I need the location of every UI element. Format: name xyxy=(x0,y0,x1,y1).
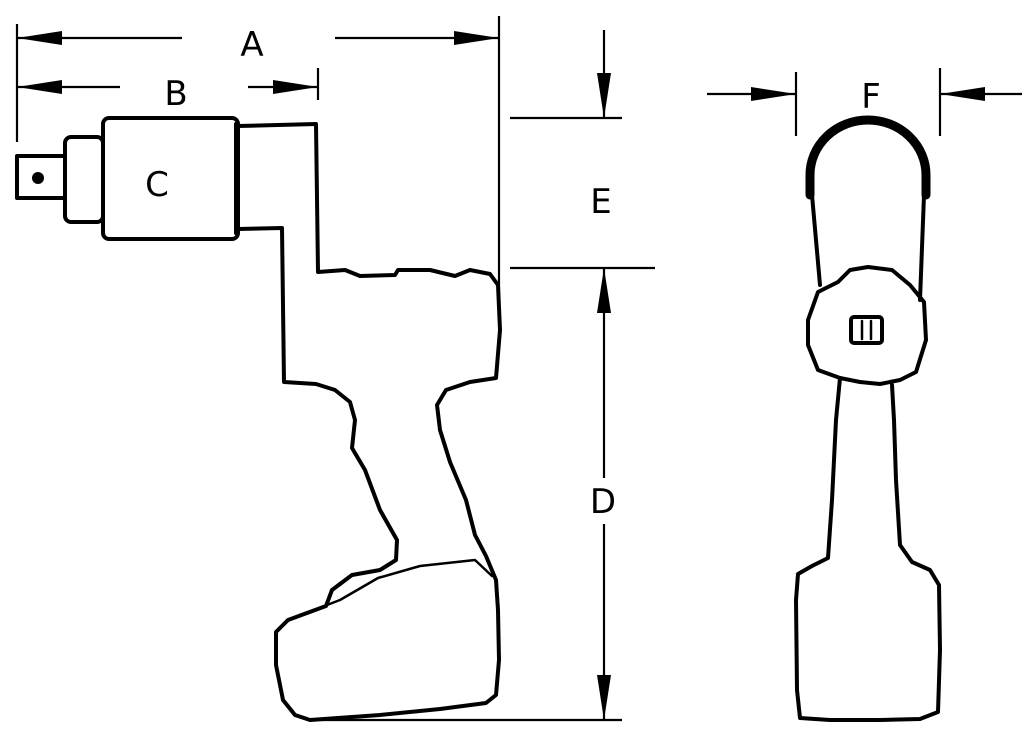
side-view xyxy=(15,116,502,722)
arrow-e xyxy=(597,73,611,118)
head-neck xyxy=(810,193,926,302)
front-grip xyxy=(794,376,942,722)
drive-collar xyxy=(63,135,105,224)
tool-body-outline xyxy=(236,122,502,722)
switch-icon xyxy=(849,315,884,345)
battery-seam xyxy=(286,558,494,622)
front-view xyxy=(794,115,942,722)
drive-pin xyxy=(32,172,44,184)
head-top-dome xyxy=(805,115,931,200)
dimension-lines xyxy=(15,16,1022,722)
arrow-f-right xyxy=(940,87,985,101)
arrow-d-top xyxy=(597,268,611,313)
label-a: A xyxy=(240,25,263,65)
dimension-label-group: A B C E D F xyxy=(145,25,881,522)
gear-head xyxy=(101,116,240,241)
label-b: B xyxy=(164,74,187,114)
arrow-b-right xyxy=(273,80,318,94)
label-d: D xyxy=(590,482,616,522)
label-f: F xyxy=(861,77,881,117)
label-e: E xyxy=(590,182,611,222)
arrow-a-right xyxy=(454,31,499,45)
arrow-a-left xyxy=(17,31,62,45)
arrow-d-bottom xyxy=(597,675,611,720)
arrow-b-left xyxy=(17,80,62,94)
arrow-f-left xyxy=(751,87,796,101)
label-c: C xyxy=(145,165,169,205)
motor-disc xyxy=(806,265,928,386)
